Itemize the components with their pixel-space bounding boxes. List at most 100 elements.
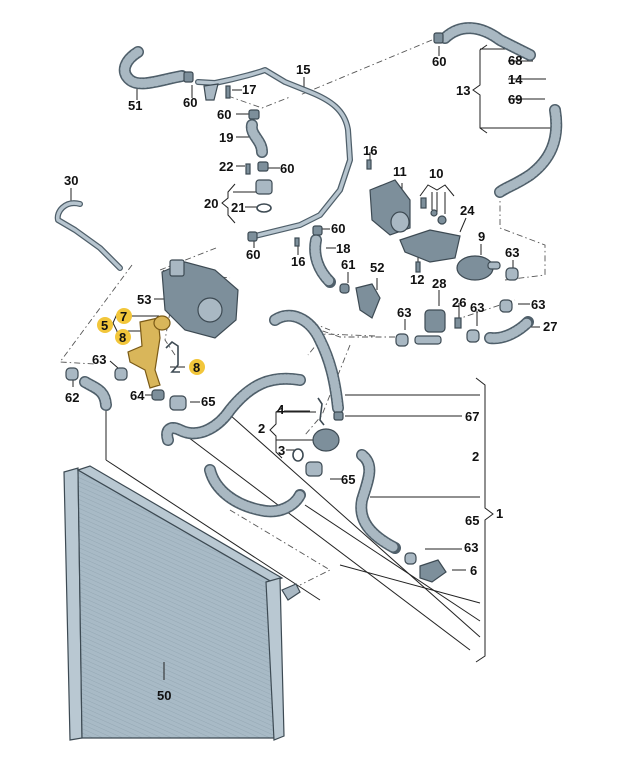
callout-17: 17 [242,82,256,97]
callout-15: 15 [296,62,310,77]
callout-65: 65 [341,472,355,487]
callout-28: 28 [432,276,446,291]
callout-2: 2 [258,421,265,436]
highlight-marker [189,359,205,375]
thermostat-housing-part-53 [161,261,239,339]
hoses [54,22,563,554]
housing-port [197,297,223,323]
clamp-part-63 [466,329,480,343]
bolt-part-17 [225,85,231,99]
retaining-clip-part-8 [165,340,180,373]
callout-63: 63 [92,352,106,367]
highlight-marker [115,329,131,345]
clamp-part-60 [433,32,444,44]
callout-63: 63 [505,245,519,260]
o-ring-part-7 [153,315,171,331]
callout-3: 3 [278,443,285,458]
leader-lines [70,44,553,680]
nut-part-10 [437,215,447,225]
callout-53: 53 [137,292,151,307]
bracket-part-15 [203,83,219,101]
sensor-part-52 [355,283,381,319]
clamp-part-60 [248,109,260,120]
callout-13: 13 [456,83,470,98]
clamp-part-64 [151,389,165,401]
callout-11: 11 [393,164,407,179]
callout-63: 63 [531,297,545,312]
callout-7: 7 [120,309,127,324]
radiator-part-50 [63,465,301,741]
callout-63: 63 [397,305,411,320]
callout-1: 1 [496,506,503,521]
callout-65: 65 [201,394,215,409]
bolt-part-12 [415,261,421,273]
bolt-part-22 [245,163,251,175]
valve-part-28 [424,309,446,333]
clamp-part-63 [114,367,128,381]
callout-21: 21 [231,200,245,215]
callout-2: 2 [472,449,479,464]
callout-68: 68 [508,53,522,68]
callout-27: 27 [543,319,557,334]
bolt-part-26 [454,317,462,329]
callout-6: 6 [470,563,477,578]
callout-61: 61 [341,257,355,272]
clamp-part-60 [183,71,194,83]
clamp-part-63 [404,552,417,565]
callout-18: 18 [336,241,350,256]
radiator-outlet [281,583,301,601]
clamp-part-63 [505,267,519,281]
callout-60: 60 [280,161,294,176]
callout-5-highlighted: 5 [97,317,113,333]
callout-10: 10 [429,166,443,181]
highlight-marker [116,308,132,324]
bolt-part-16 [366,159,372,170]
callout-60: 60 [217,107,231,122]
callout-5: 5 [101,318,108,333]
housing-connector [169,259,185,277]
clamp-part-60 [247,231,258,242]
clamp-part-63 [395,333,409,347]
callout-50: 50 [157,688,171,703]
callout-7-highlighted: 7 [116,308,132,324]
highlight-marker [97,317,113,333]
components [65,32,519,583]
callout-64: 64 [130,388,145,403]
cover-opening [390,211,410,233]
pump-outlet [487,261,501,270]
callout-67: 67 [465,409,479,424]
callout-60: 60 [183,95,197,110]
callout-8: 8 [193,360,200,375]
flange-part-20 [255,179,273,195]
clamp-part-65 [305,461,323,477]
elbow-part-6 [419,559,447,583]
clamp-part-61 [339,283,350,294]
callout-63: 63 [464,540,478,555]
callout-19: 19 [219,130,233,145]
clamp-part-62 [65,367,79,381]
callout-62: 62 [65,390,79,405]
callout-labels: 51 60 17 15 60 19 22 60 20 21 30 60 16 6… [64,53,557,703]
callout-4: 4 [277,402,285,417]
o-ring-part-3 [292,448,304,462]
callout-16: 16 [291,254,305,269]
callout-14: 14 [508,72,523,87]
valve-ports [414,335,442,345]
pump-part-9 [456,255,494,281]
clamp-part-67 [333,411,344,421]
clamp-part-65 [169,395,187,411]
callout-8-highlighted: 8 [189,359,205,375]
callout-9: 9 [478,229,485,244]
callout-60: 60 [331,221,345,236]
clamp-part-63 [499,299,513,313]
callout-24: 24 [460,203,475,218]
bracket-part-24 [399,229,461,263]
callout-65: 65 [465,513,479,528]
radiator-top-edge [76,465,284,583]
callout-60: 60 [246,247,260,262]
callout-52: 52 [370,260,384,275]
bolt-part-10 [420,197,427,209]
callout-8: 8 [119,330,126,345]
callout-16: 16 [363,143,377,158]
